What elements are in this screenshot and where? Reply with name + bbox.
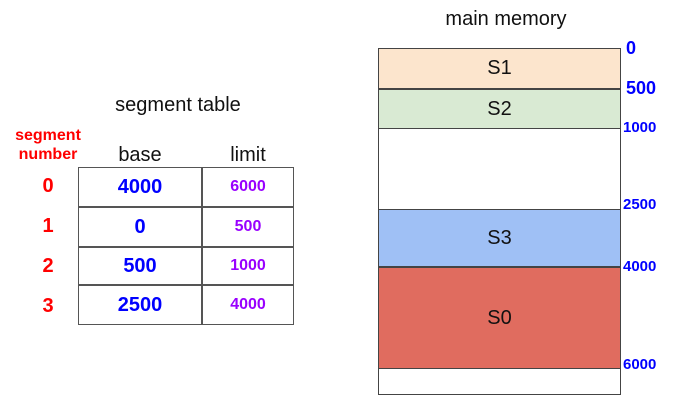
limit-column-header: limit [230,144,266,166]
address-label-2500: 2500 [623,196,657,213]
limit-cell: 6000 [202,167,294,207]
address-label-1000: 1000 [623,119,657,136]
address-label-4000: 4000 [623,258,657,275]
base-cell: 4000 [78,167,202,207]
table-row: 0 500 [78,207,294,247]
segment-number-label-line-2: number [18,146,78,163]
segment-index-2: 2 [42,255,54,277]
address-label-0: 0 [626,38,637,58]
memory-segment-s1: S1 [379,49,620,89]
segment-index-0: 0 [42,175,54,197]
table-row: 2500 4000 [78,285,294,325]
main-memory-title: main memory [445,8,567,30]
segment-number-label-line-1: segment [15,127,81,144]
segment-index-1: 1 [42,215,54,237]
limit-cell: 1000 [202,247,294,285]
main-memory: S1 S2 S3 S0 [378,48,621,395]
base-column-header: base [118,144,162,166]
memory-segment-s2: S2 [379,89,620,129]
segment-table: 4000 6000 0 500 500 1000 2500 4000 [78,167,294,325]
memory-segment-s3: S3 [379,209,620,267]
memory-segment-s0: S0 [379,267,620,369]
segment-index-3: 3 [42,295,54,317]
base-cell: 0 [78,207,202,247]
segment-number-label: segment number [4,126,92,164]
address-label-6000: 6000 [623,356,657,373]
limit-cell: 4000 [202,285,294,325]
segment-table-title: segment table [115,94,241,116]
table-row: 4000 6000 [78,167,294,207]
base-cell: 500 [78,247,202,285]
table-row: 500 1000 [78,247,294,285]
address-label-500: 500 [626,78,657,98]
base-cell: 2500 [78,285,202,325]
limit-cell: 500 [202,207,294,247]
